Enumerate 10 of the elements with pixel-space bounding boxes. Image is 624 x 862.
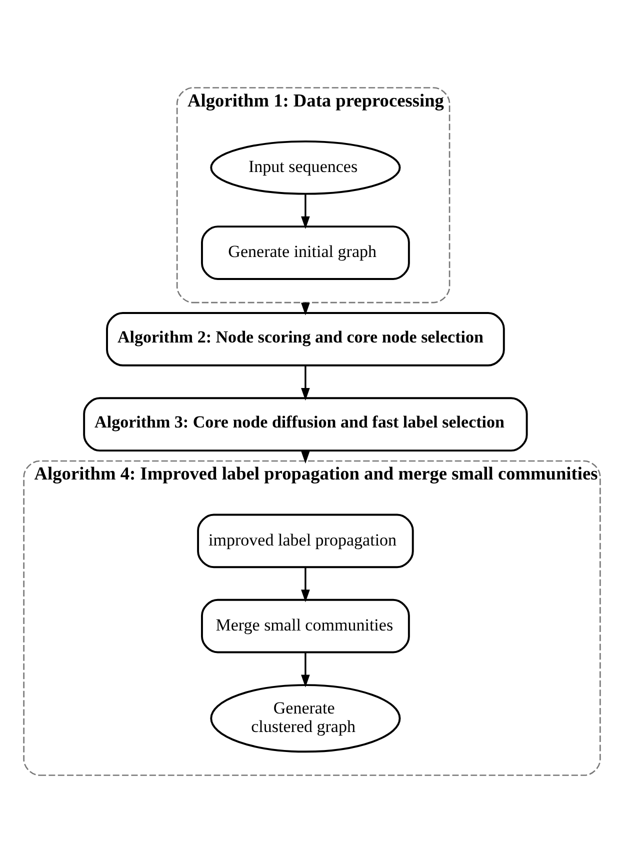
arrow: [301, 566, 310, 602]
node-ellipse: Input sequences: [210, 140, 401, 194]
node-box: Algorithm 2: Node scoring and core node selection: [106, 312, 505, 366]
arrow: [301, 652, 310, 687]
node-ellipse: Generate clustered graph: [210, 684, 401, 752]
arrow: [301, 365, 310, 400]
arrow: [301, 194, 310, 228]
node-box: Merge small communities: [200, 598, 410, 653]
node-box: Generate initial graph: [200, 225, 410, 280]
node-box: improved label propagation: [197, 513, 414, 568]
